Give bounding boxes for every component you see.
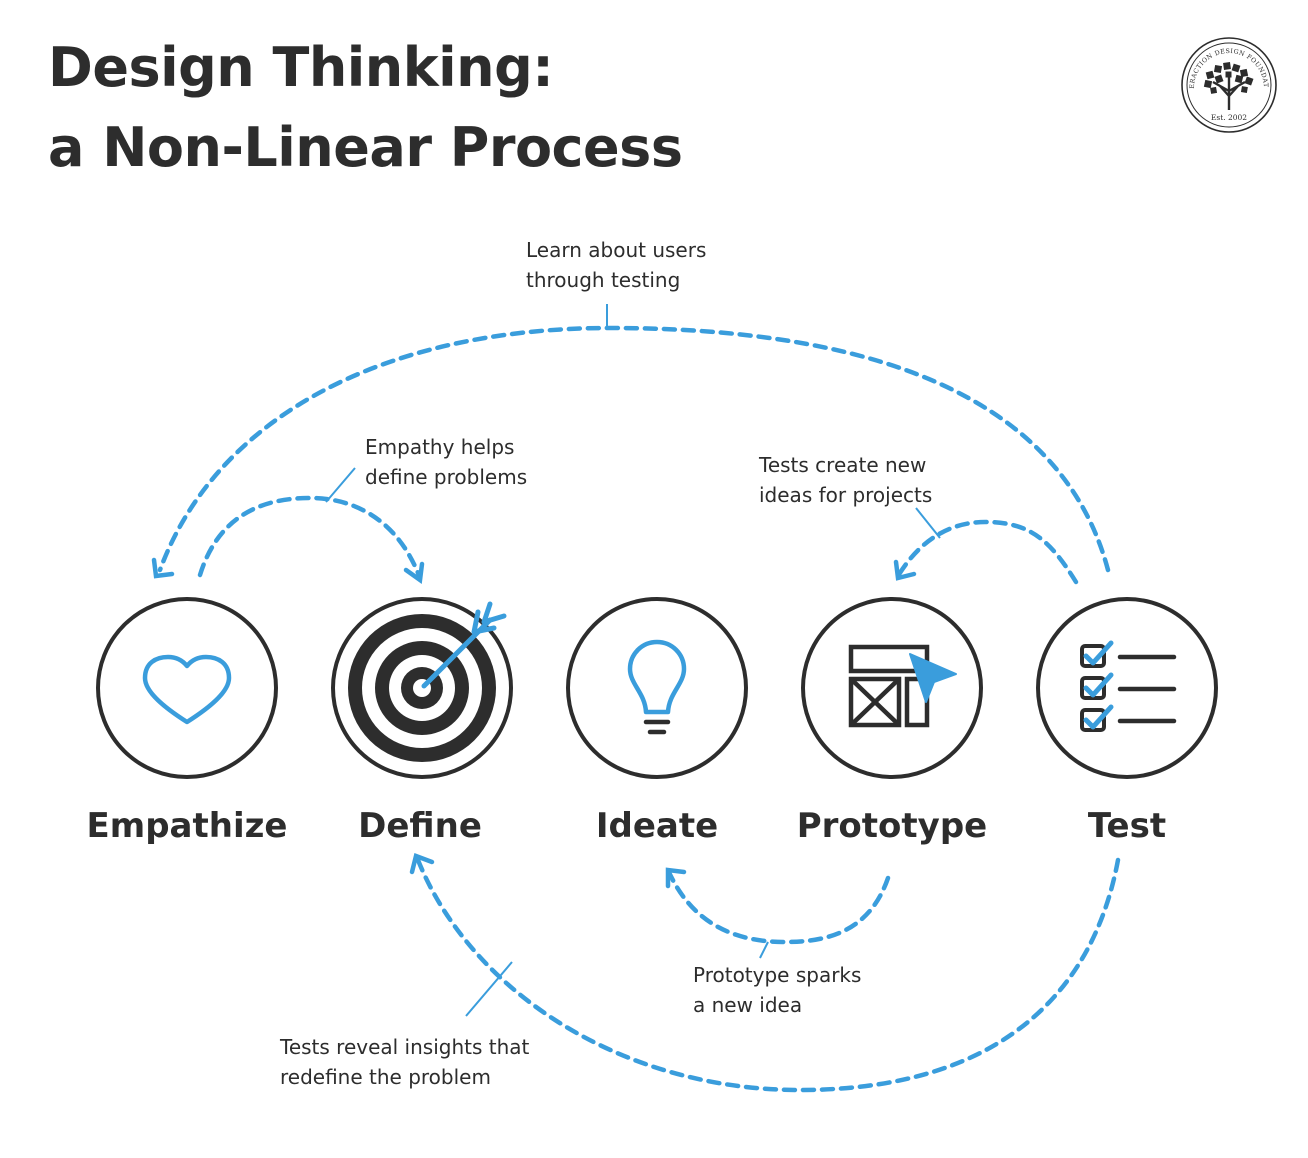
- arrowhead-define-bottom: [409, 853, 435, 875]
- note-learn-about-users: Learn about users through testing: [526, 238, 707, 292]
- note-prototype-sparks: Prototype sparks a new idea: [693, 963, 862, 1017]
- stage-label-test: Test: [1087, 806, 1167, 846]
- loop-test-to-prototype: [895, 519, 1079, 585]
- stage-label-prototype: Prototype: [796, 806, 988, 846]
- logo-est-text: Est. 2002: [1211, 113, 1247, 122]
- loop-test-to-empathize: [157, 325, 1111, 573]
- loop-test-to-define: [415, 857, 1121, 1093]
- stage-ideate: [566, 597, 748, 779]
- leader-tests-reveal: [465, 961, 513, 1017]
- note-tests-reveal-insights: Tests reveal insights that redefine the …: [280, 1035, 530, 1089]
- loop-prototype-to-ideate: [665, 867, 891, 945]
- wireframe-icon: [848, 644, 957, 728]
- lightbulb-icon: [627, 639, 687, 735]
- arrowhead-prototype: [893, 559, 917, 581]
- stage-define: [331, 597, 513, 779]
- arrowhead-empathize: [151, 557, 175, 579]
- checklist-icon: [1080, 640, 1177, 732]
- stage-empathize: [96, 597, 278, 779]
- arrowhead-define-top: [403, 561, 425, 585]
- stage-test: [1036, 597, 1218, 779]
- title-line-1: Design Thinking:: [48, 36, 554, 99]
- target-icon: [348, 601, 507, 762]
- cursor-icon: [909, 653, 957, 703]
- interaction-design-foundation-logo: INTERACTION DESIGN FOUNDATION Est. 2002: [1180, 36, 1277, 133]
- note-empathy-helps: Empathy helps define problems: [365, 435, 528, 489]
- arrowhead-ideate: [665, 867, 687, 889]
- title-line-2: a Non-Linear Process: [48, 116, 683, 179]
- stage-label-empathize: Empathize: [86, 806, 288, 846]
- stage-label-ideate: Ideate: [595, 806, 719, 846]
- leader-tests-ideas: [915, 507, 941, 539]
- tree-icon: [1203, 62, 1254, 110]
- loop-empathize-to-define: [197, 495, 423, 581]
- leader-empathy: [325, 467, 356, 503]
- note-tests-create-ideas: Tests create new ideas for projects: [759, 453, 933, 507]
- stage-label-define: Define: [358, 806, 482, 846]
- leader-prototype: [759, 941, 769, 959]
- heart-icon: [142, 654, 232, 725]
- page-title: Design Thinking: a Non-Linear Process: [48, 28, 683, 188]
- stage-prototype: [801, 597, 983, 779]
